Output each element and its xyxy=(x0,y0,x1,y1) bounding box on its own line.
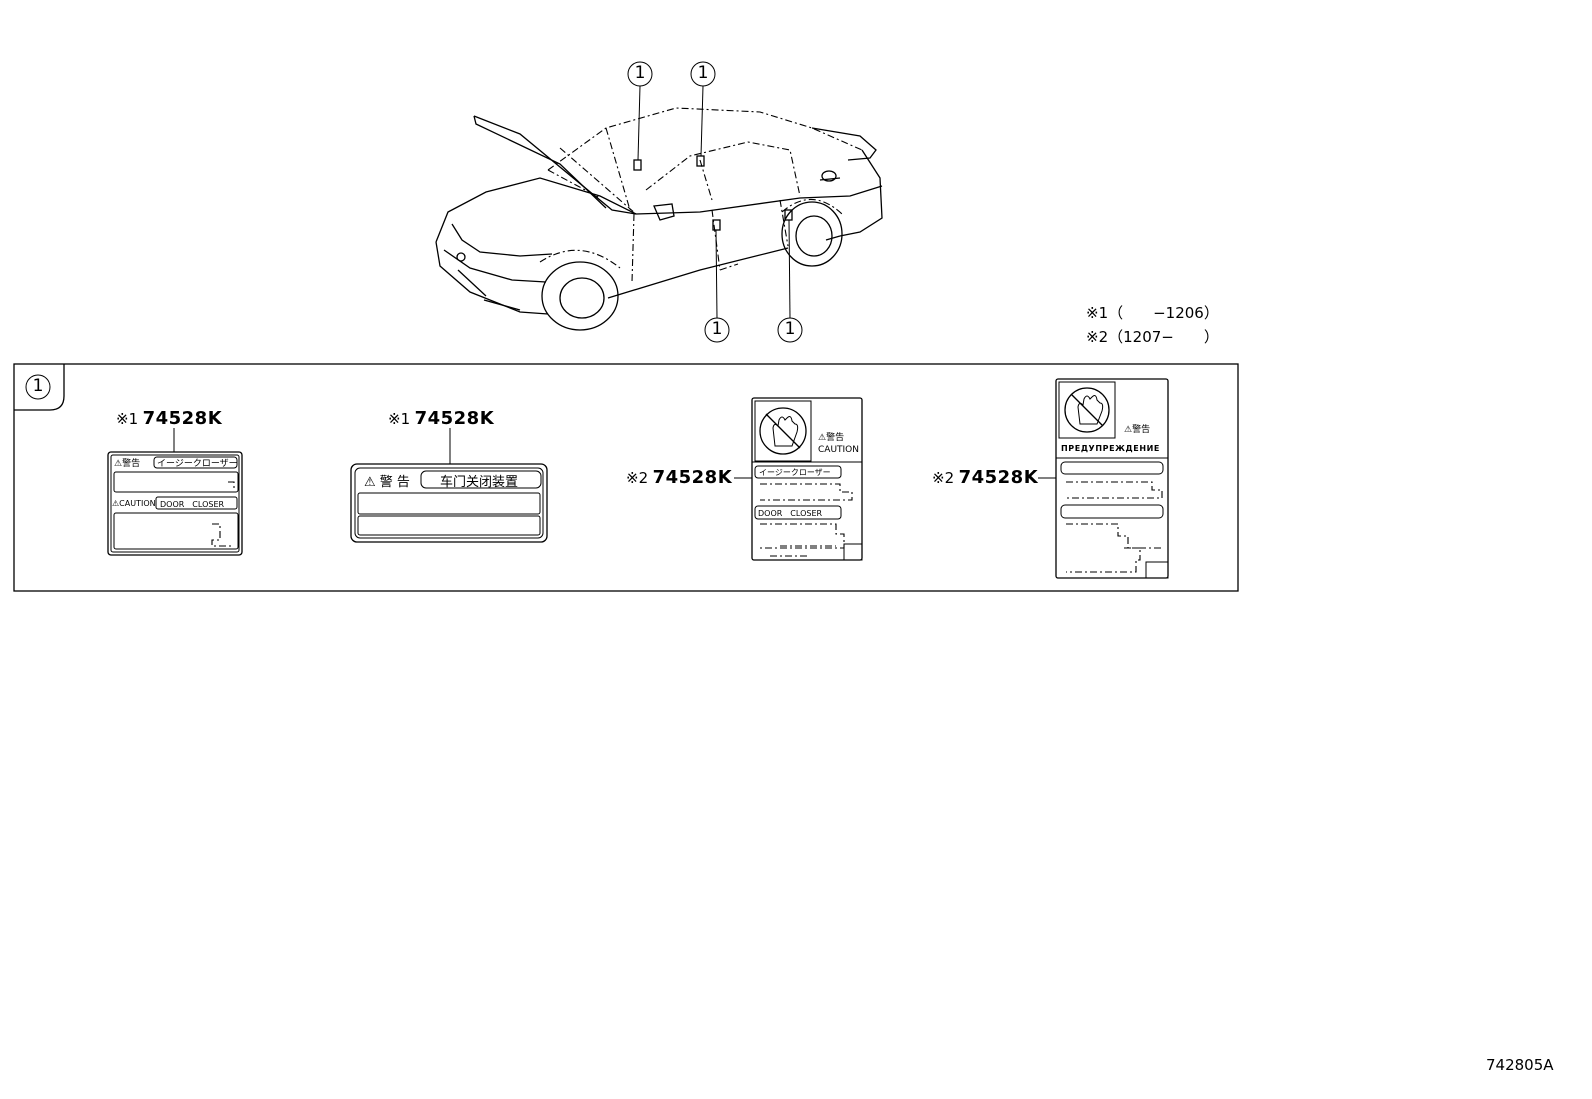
label-1-door-closer: DOOR CLOSER xyxy=(160,500,225,509)
label-1-jp-title: イージークローザー xyxy=(157,459,238,469)
callout-leaders xyxy=(637,85,791,319)
label-4-drawing xyxy=(1038,378,1169,579)
label-3-warning-jp: ⚠警告 xyxy=(818,433,845,443)
panel-callout-number: 1 xyxy=(32,376,44,396)
label-3-callout: ※2 74528K xyxy=(626,467,732,488)
label-4-ru-title: ПРЕДУПРЕЖДЕНИЕ xyxy=(1061,444,1160,453)
label-1-caution: ⚠CAUTION xyxy=(112,499,156,508)
label-1-code: ※1 xyxy=(116,410,139,428)
label-2-cn-title: 车门关闭装置 xyxy=(440,475,519,490)
label-panel-frame xyxy=(13,363,1239,592)
callout-number-1c: 1 xyxy=(711,319,723,339)
label-1-part-number: 74528K xyxy=(142,408,223,429)
label-1-drawing xyxy=(107,428,243,556)
label-3-door-closer: DOOR CLOSER xyxy=(758,509,823,518)
label-2-code: ※1 xyxy=(388,410,411,428)
callout-number-1b: 1 xyxy=(697,63,709,83)
label-4-code: ※2 xyxy=(932,469,955,487)
label-2-callout: ※1 74528K xyxy=(388,408,494,429)
callout-circles xyxy=(627,61,803,343)
figure-id: 742805A xyxy=(1486,1056,1554,1074)
label-4-warning-jp: ⚠警告 xyxy=(1124,425,1151,435)
label-4-part-number: 74528K xyxy=(958,467,1039,488)
callout-number-1a: 1 xyxy=(634,63,646,83)
label-1-callout: ※1 74528K xyxy=(116,408,222,429)
label-3-caution: CAUTION xyxy=(818,445,859,455)
label-3-code: ※2 xyxy=(626,469,649,487)
label-1-warning-jp: ⚠警告 xyxy=(114,459,141,469)
label-3-jp-title: イージークローザー xyxy=(759,468,831,477)
applicability-note-1: ※1（ −1206） xyxy=(1086,304,1219,322)
label-3-part-number: 74528K xyxy=(652,467,733,488)
label-2-warning-jp: ⚠ 警 告 xyxy=(364,475,410,490)
label-4-callout: ※2 74528K xyxy=(932,467,1038,488)
label-3-drawing xyxy=(734,397,863,561)
label-2-drawing xyxy=(350,428,548,543)
label-2-part-number: 74528K xyxy=(414,408,495,429)
applicability-note-2: ※2（1207− ） xyxy=(1086,328,1219,346)
callout-number-1d: 1 xyxy=(784,319,796,339)
car-illustration xyxy=(435,107,883,331)
